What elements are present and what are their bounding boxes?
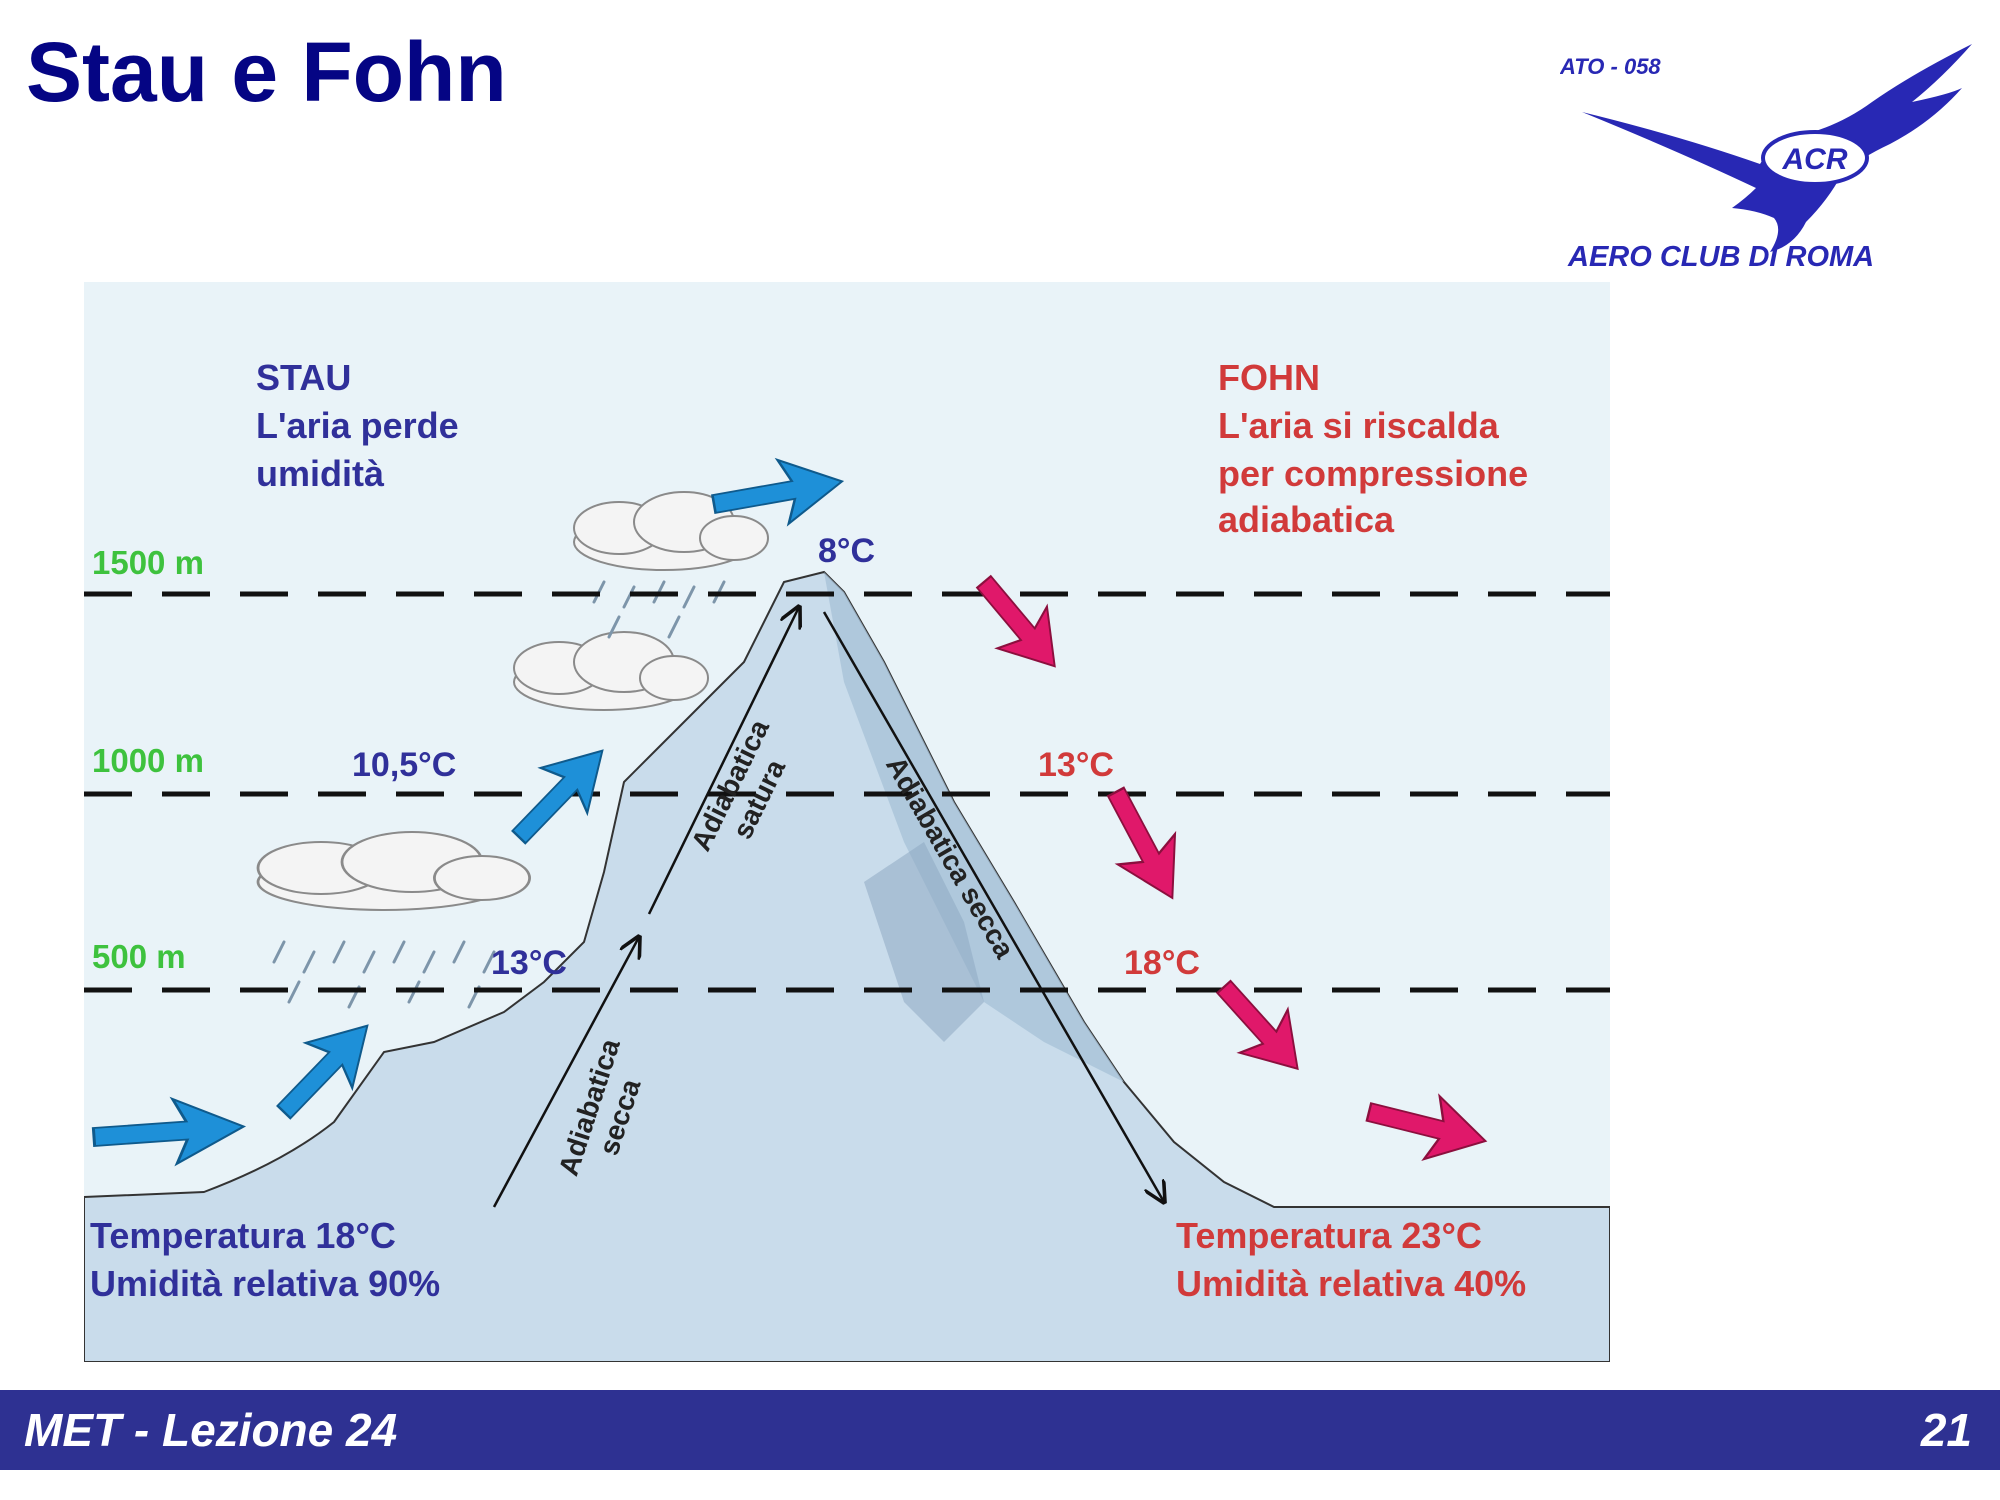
stau-heading: STAU (256, 357, 351, 398)
temp-leeward-1000: 13°C (1038, 746, 1114, 784)
altitude-label-1000: 1000 m (92, 742, 204, 779)
wet-ascent-line (647, 607, 799, 915)
footer-course-label: MET - Lezione 24 (24, 1404, 398, 1456)
logo-monogram-badge (1761, 130, 1869, 186)
altitude-label-1500: 1500 m (92, 544, 204, 581)
fohn-heading: FOHN (1218, 357, 1320, 398)
footer-bar: MET - Lezione 24 21 (0, 1390, 2000, 1470)
page-number: 21 (1920, 1404, 1972, 1456)
temp-windward-1000: 10,5°C (352, 746, 456, 784)
fohn-line-1: L'aria si riscalda (1218, 405, 1500, 446)
mountain-shadow (824, 572, 1124, 1082)
leeward-temperature: Temperatura 23°C (1176, 1215, 1482, 1256)
stau-fohn-diagram: STAU L'aria perde umidità FOHN L'aria si… (84, 282, 1610, 1362)
logo-monogram: ACR (1782, 143, 1848, 176)
fohn-line-3: adiabatica (1218, 499, 1395, 540)
stau-line-1: L'aria perde (256, 405, 459, 446)
temp-peak: 8°C (818, 532, 875, 570)
aero-club-logo: ATO - 058 ACR AERO CLUB DI ROMA (1560, 44, 1972, 273)
dry-descent-line (822, 611, 1164, 1202)
rain-under-low-cloud (272, 940, 496, 1009)
altitude-label-500: 500 m (92, 938, 186, 975)
logo-club-name: AERO CLUB DI ROMA (1567, 241, 1874, 273)
dry-ascent-line (492, 937, 639, 1208)
windward-temperature: Temperatura 18°C (90, 1215, 396, 1256)
fohn-line-2: per compressione (1218, 453, 1528, 494)
temp-leeward-500: 18°C (1124, 944, 1200, 982)
stau-line-2: umidità (256, 453, 385, 494)
temp-windward-500: 13°C (491, 944, 567, 982)
windward-humidity: Umidità relativa 90% (90, 1263, 440, 1304)
leeward-humidity: Umidità relativa 40% (1176, 1263, 1526, 1304)
logo-code: ATO - 058 (1560, 54, 1661, 79)
slide-title: Stau e Fohn (26, 25, 507, 119)
